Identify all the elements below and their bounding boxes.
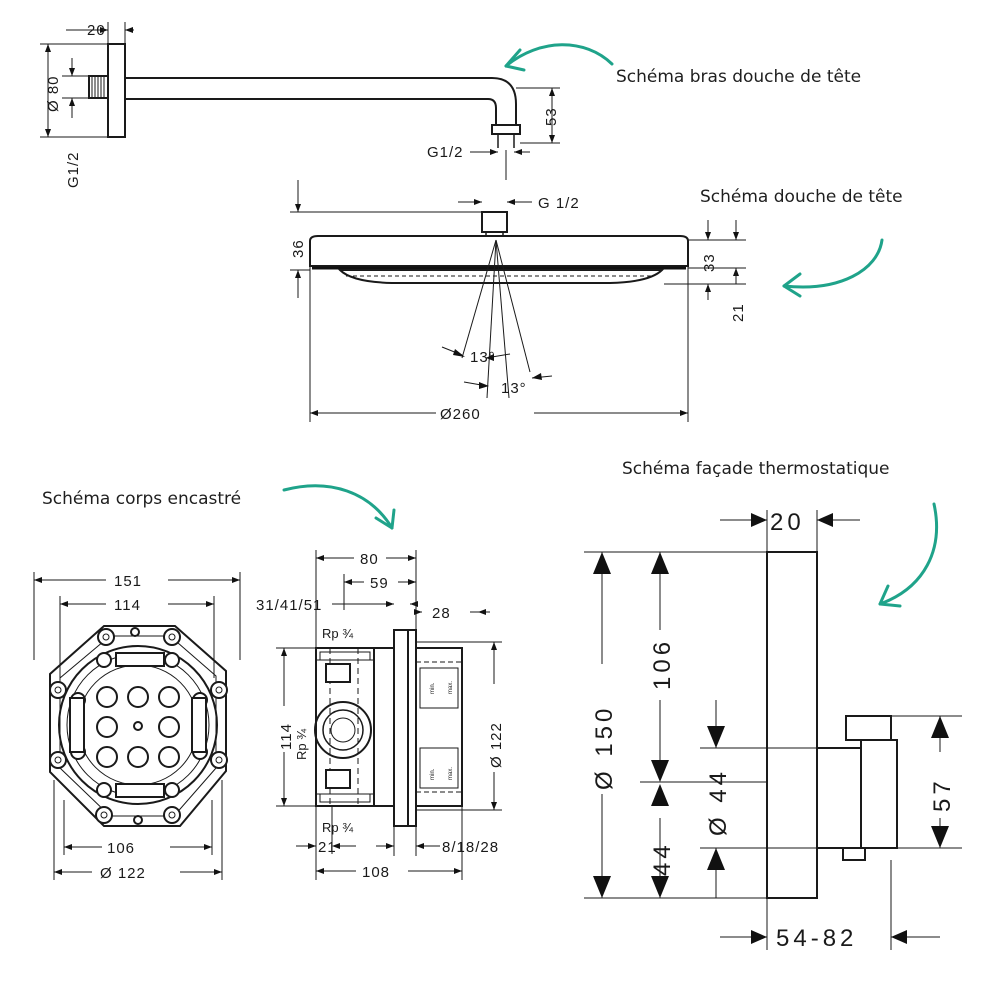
head-dim-diameter: Ø260 <box>440 406 481 423</box>
face-dim-diameter-44: Ø 44 <box>705 768 732 836</box>
head-dim-total-height: 36 <box>290 239 307 258</box>
side-thread-top: Rp ¾ <box>322 626 353 641</box>
body-ring-outer <box>58 645 218 805</box>
side-dim-top-59: 59 <box>370 575 389 592</box>
head-connector <box>481 211 508 233</box>
body-octagon <box>49 625 227 827</box>
arm-dim-wall-depth: 20 <box>87 22 106 39</box>
caption-concealed-body: Schéma corps encastré <box>42 489 241 509</box>
arm-tube-top <box>125 77 517 125</box>
face-dim-44: 44 <box>649 841 676 876</box>
arm-outlet-nut <box>491 124 521 135</box>
arm-tube-bottom <box>125 98 497 125</box>
side-label-max-top: max. <box>448 681 454 694</box>
face-handle <box>860 739 898 849</box>
side-label-min-bottom: min. <box>430 768 436 780</box>
face-dim-depth: 20 <box>770 509 805 536</box>
side-plate <box>393 629 409 827</box>
front-dim-overall: 151 <box>114 573 142 590</box>
side-dim-diameter: Ø 122 <box>488 722 505 768</box>
face-cartridge-body <box>816 747 862 849</box>
side-thread-side: Rp ¾ <box>294 729 309 760</box>
front-dim-bottom-diameter: Ø 122 <box>100 865 146 882</box>
arm-dim-diameter: Ø 80 <box>45 75 62 112</box>
body-bottom-tab <box>115 783 165 798</box>
side-dim-ext: 8/18/28 <box>442 839 499 856</box>
head-dim-angle-2: 13° <box>501 380 527 397</box>
side-dim-depths: 31/41/51 <box>256 597 322 614</box>
side-label-min-top: min. <box>430 682 436 694</box>
face-dim-106: 106 <box>649 638 676 690</box>
face-dim-range: 54-82 <box>776 925 857 952</box>
face-handle-bottom <box>842 847 866 861</box>
shower-arm-drawing: 20 Ø 80 G1/2 53 G1/2 <box>40 22 560 188</box>
head-dim-thread: G 1/2 <box>538 195 580 212</box>
face-caption-arrow <box>878 502 939 608</box>
head-dim-angle-1: 13° <box>470 349 496 366</box>
body-bosses <box>49 627 228 825</box>
arm-caption-arrow <box>504 43 614 72</box>
side-cartridge-box <box>415 647 463 807</box>
side-dim-21: 21 <box>318 839 337 856</box>
side-dim-108: 108 <box>362 864 390 881</box>
face-plate <box>766 551 818 899</box>
side-flange <box>373 647 395 807</box>
face-handle-top <box>845 715 892 741</box>
head-caption-arrow <box>782 238 884 298</box>
face-dim-diameter: Ø 150 <box>591 705 618 790</box>
concealed-body-side-drawing: min. max. min. max. 80 59 31/41/51 28 Rp… <box>256 550 505 881</box>
body-holes <box>96 686 180 768</box>
side-dim-top-80: 80 <box>360 551 379 568</box>
side-outlet-ring <box>314 701 372 759</box>
face-dim-57: 57 <box>929 777 956 812</box>
caption-shower-head: Schéma douche de tête <box>700 187 903 207</box>
front-dim-inner: 114 <box>114 597 141 614</box>
side-thread-bottom: Rp ¾ <box>322 820 353 835</box>
side-dim-28: 28 <box>432 605 451 622</box>
arm-wall-plate <box>107 43 126 138</box>
body-caption-arrow <box>282 484 396 530</box>
side-label-max-bottom: max. <box>448 767 454 780</box>
arm-dim-drop: 53 <box>543 107 560 126</box>
concealed-body-front-drawing: 151 114 106 Ø 122 <box>33 572 241 882</box>
thermostatic-face-drawing: 20 Ø 150 106 44 Ø 44 57 <box>584 509 962 952</box>
arm-dim-thread-wall: G1/2 <box>65 151 82 188</box>
caption-thermostatic-face: Schéma façade thermostatique <box>622 459 889 479</box>
front-dim-bottom-inner: 106 <box>107 840 135 857</box>
shower-head-drawing: 13° 13° G 1/2 36 33 21 <box>290 180 747 423</box>
arm-dim-thread-outlet: G1/2 <box>427 144 464 161</box>
body-top-tab <box>115 652 165 667</box>
head-dim-head-height: 33 <box>701 253 718 272</box>
caption-shower-arm: Schéma bras douche de tête <box>616 67 861 87</box>
side-dim-height: 114 <box>278 723 295 750</box>
head-dim-nozzle: 21 <box>730 303 747 322</box>
